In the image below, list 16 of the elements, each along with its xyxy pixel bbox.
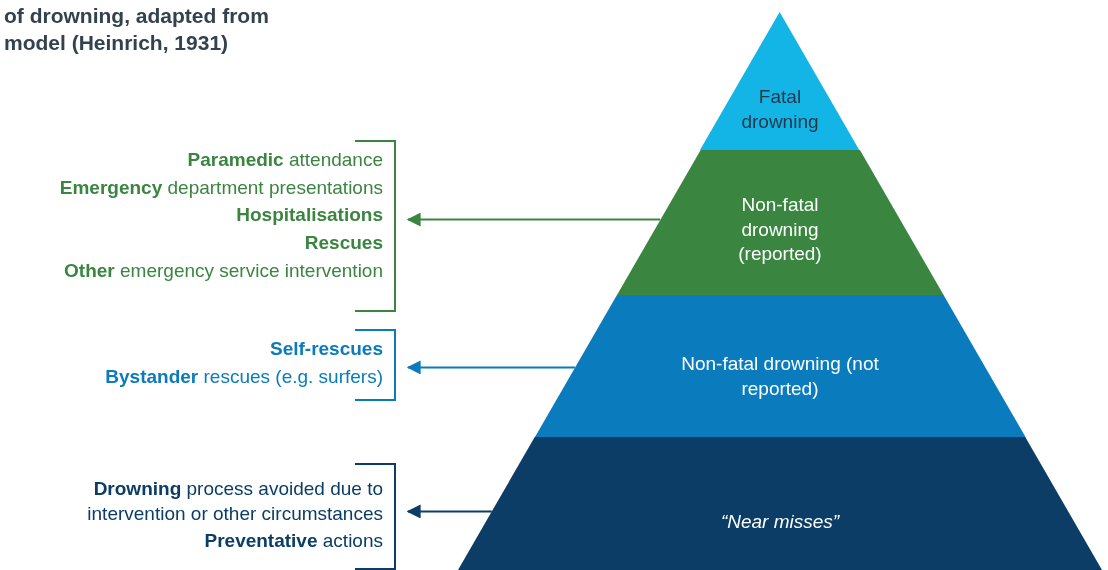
category-text: Other emergency service intervention (63, 258, 383, 283)
category-text: Bystander rescues (e.g. surfers) (104, 364, 383, 389)
category-text: Paramedic attendance (186, 148, 383, 172)
tier-label: Non-fatal drowning (not reported) (680, 352, 880, 401)
category-text: Emergency department presentations (58, 175, 383, 200)
category-text: Preventative actions (203, 529, 383, 554)
tier-label: “Near misses” (719, 509, 841, 534)
tier-label: Fatal drowning (740, 85, 820, 134)
arrow (406, 360, 576, 375)
arrow (406, 504, 493, 519)
category-text: Self-rescues (269, 337, 383, 361)
category-text: Rescues (303, 231, 383, 256)
diagram-title: of drowning, adapted from model (Heinrich, 1931) (4, 3, 270, 57)
arrow (406, 212, 662, 227)
tier-label: Non-fatal drowning (reported) (737, 192, 823, 267)
category-text: Hospitalisations (235, 203, 383, 228)
